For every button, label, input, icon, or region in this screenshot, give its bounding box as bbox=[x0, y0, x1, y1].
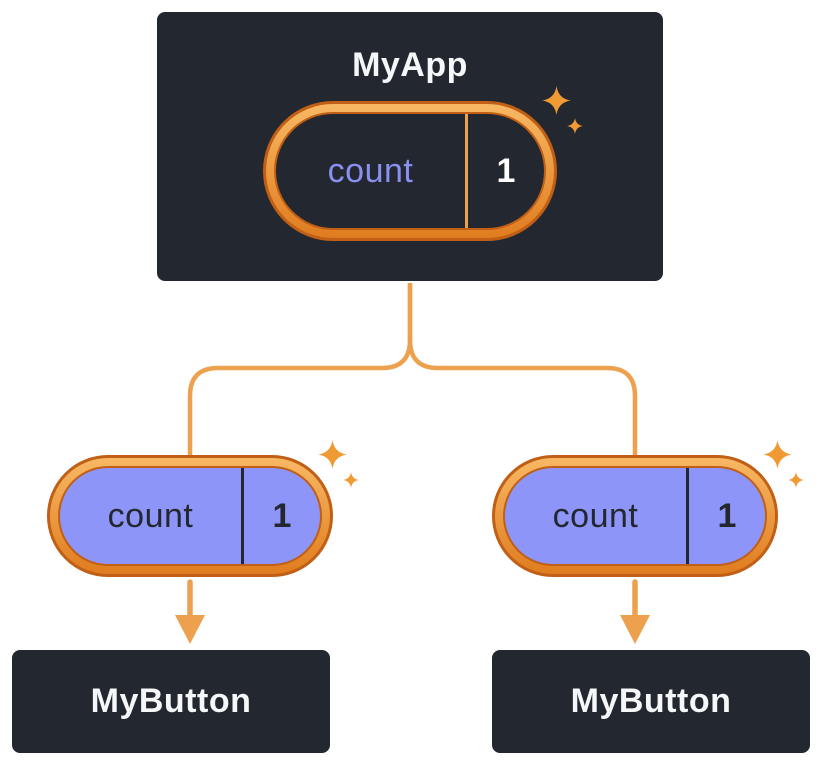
node-myapp: MyApp count 1 bbox=[155, 10, 665, 283]
pill-divider bbox=[241, 468, 244, 564]
state-pill-myapp: count 1 bbox=[263, 86, 583, 241]
state-key-label: count bbox=[107, 496, 194, 535]
state-value-label: 1 bbox=[272, 496, 292, 535]
state-pill-right: count 1 bbox=[492, 440, 804, 577]
sparkle-small-icon bbox=[343, 472, 359, 488]
sparkle-large-icon bbox=[763, 440, 792, 469]
state-pill-body: count 1 bbox=[274, 112, 546, 230]
state-pill-body: count 1 bbox=[503, 466, 767, 566]
sparkle-icon bbox=[542, 86, 590, 150]
pill-divider bbox=[465, 114, 468, 228]
connector-right-branch bbox=[407, 280, 638, 458]
state-key-label: count bbox=[327, 151, 414, 190]
sparkle-large-icon bbox=[542, 86, 571, 115]
connector-left-branch bbox=[187, 280, 413, 458]
node-mybutton-right-title: MyButton bbox=[570, 682, 732, 720]
arrow-left bbox=[175, 579, 205, 644]
state-pill-left: count 1 bbox=[47, 440, 359, 577]
node-mybutton-left: MyButton bbox=[10, 648, 332, 755]
state-value-label: 1 bbox=[717, 496, 737, 535]
state-value-label: 1 bbox=[496, 151, 516, 190]
node-myapp-title: MyApp bbox=[352, 46, 468, 84]
arrow-right bbox=[620, 579, 650, 644]
sparkle-small-icon bbox=[788, 472, 804, 488]
sparkle-small-icon bbox=[567, 118, 583, 134]
sparkle-icon bbox=[318, 440, 366, 504]
sparkle-large-icon bbox=[318, 440, 347, 469]
sparkle-icon bbox=[763, 440, 811, 504]
pill-divider bbox=[686, 468, 689, 564]
node-mybutton-right: MyButton bbox=[490, 648, 812, 755]
state-pill-body: count 1 bbox=[58, 466, 322, 566]
node-mybutton-left-title: MyButton bbox=[90, 682, 252, 720]
state-key-label: count bbox=[552, 496, 639, 535]
